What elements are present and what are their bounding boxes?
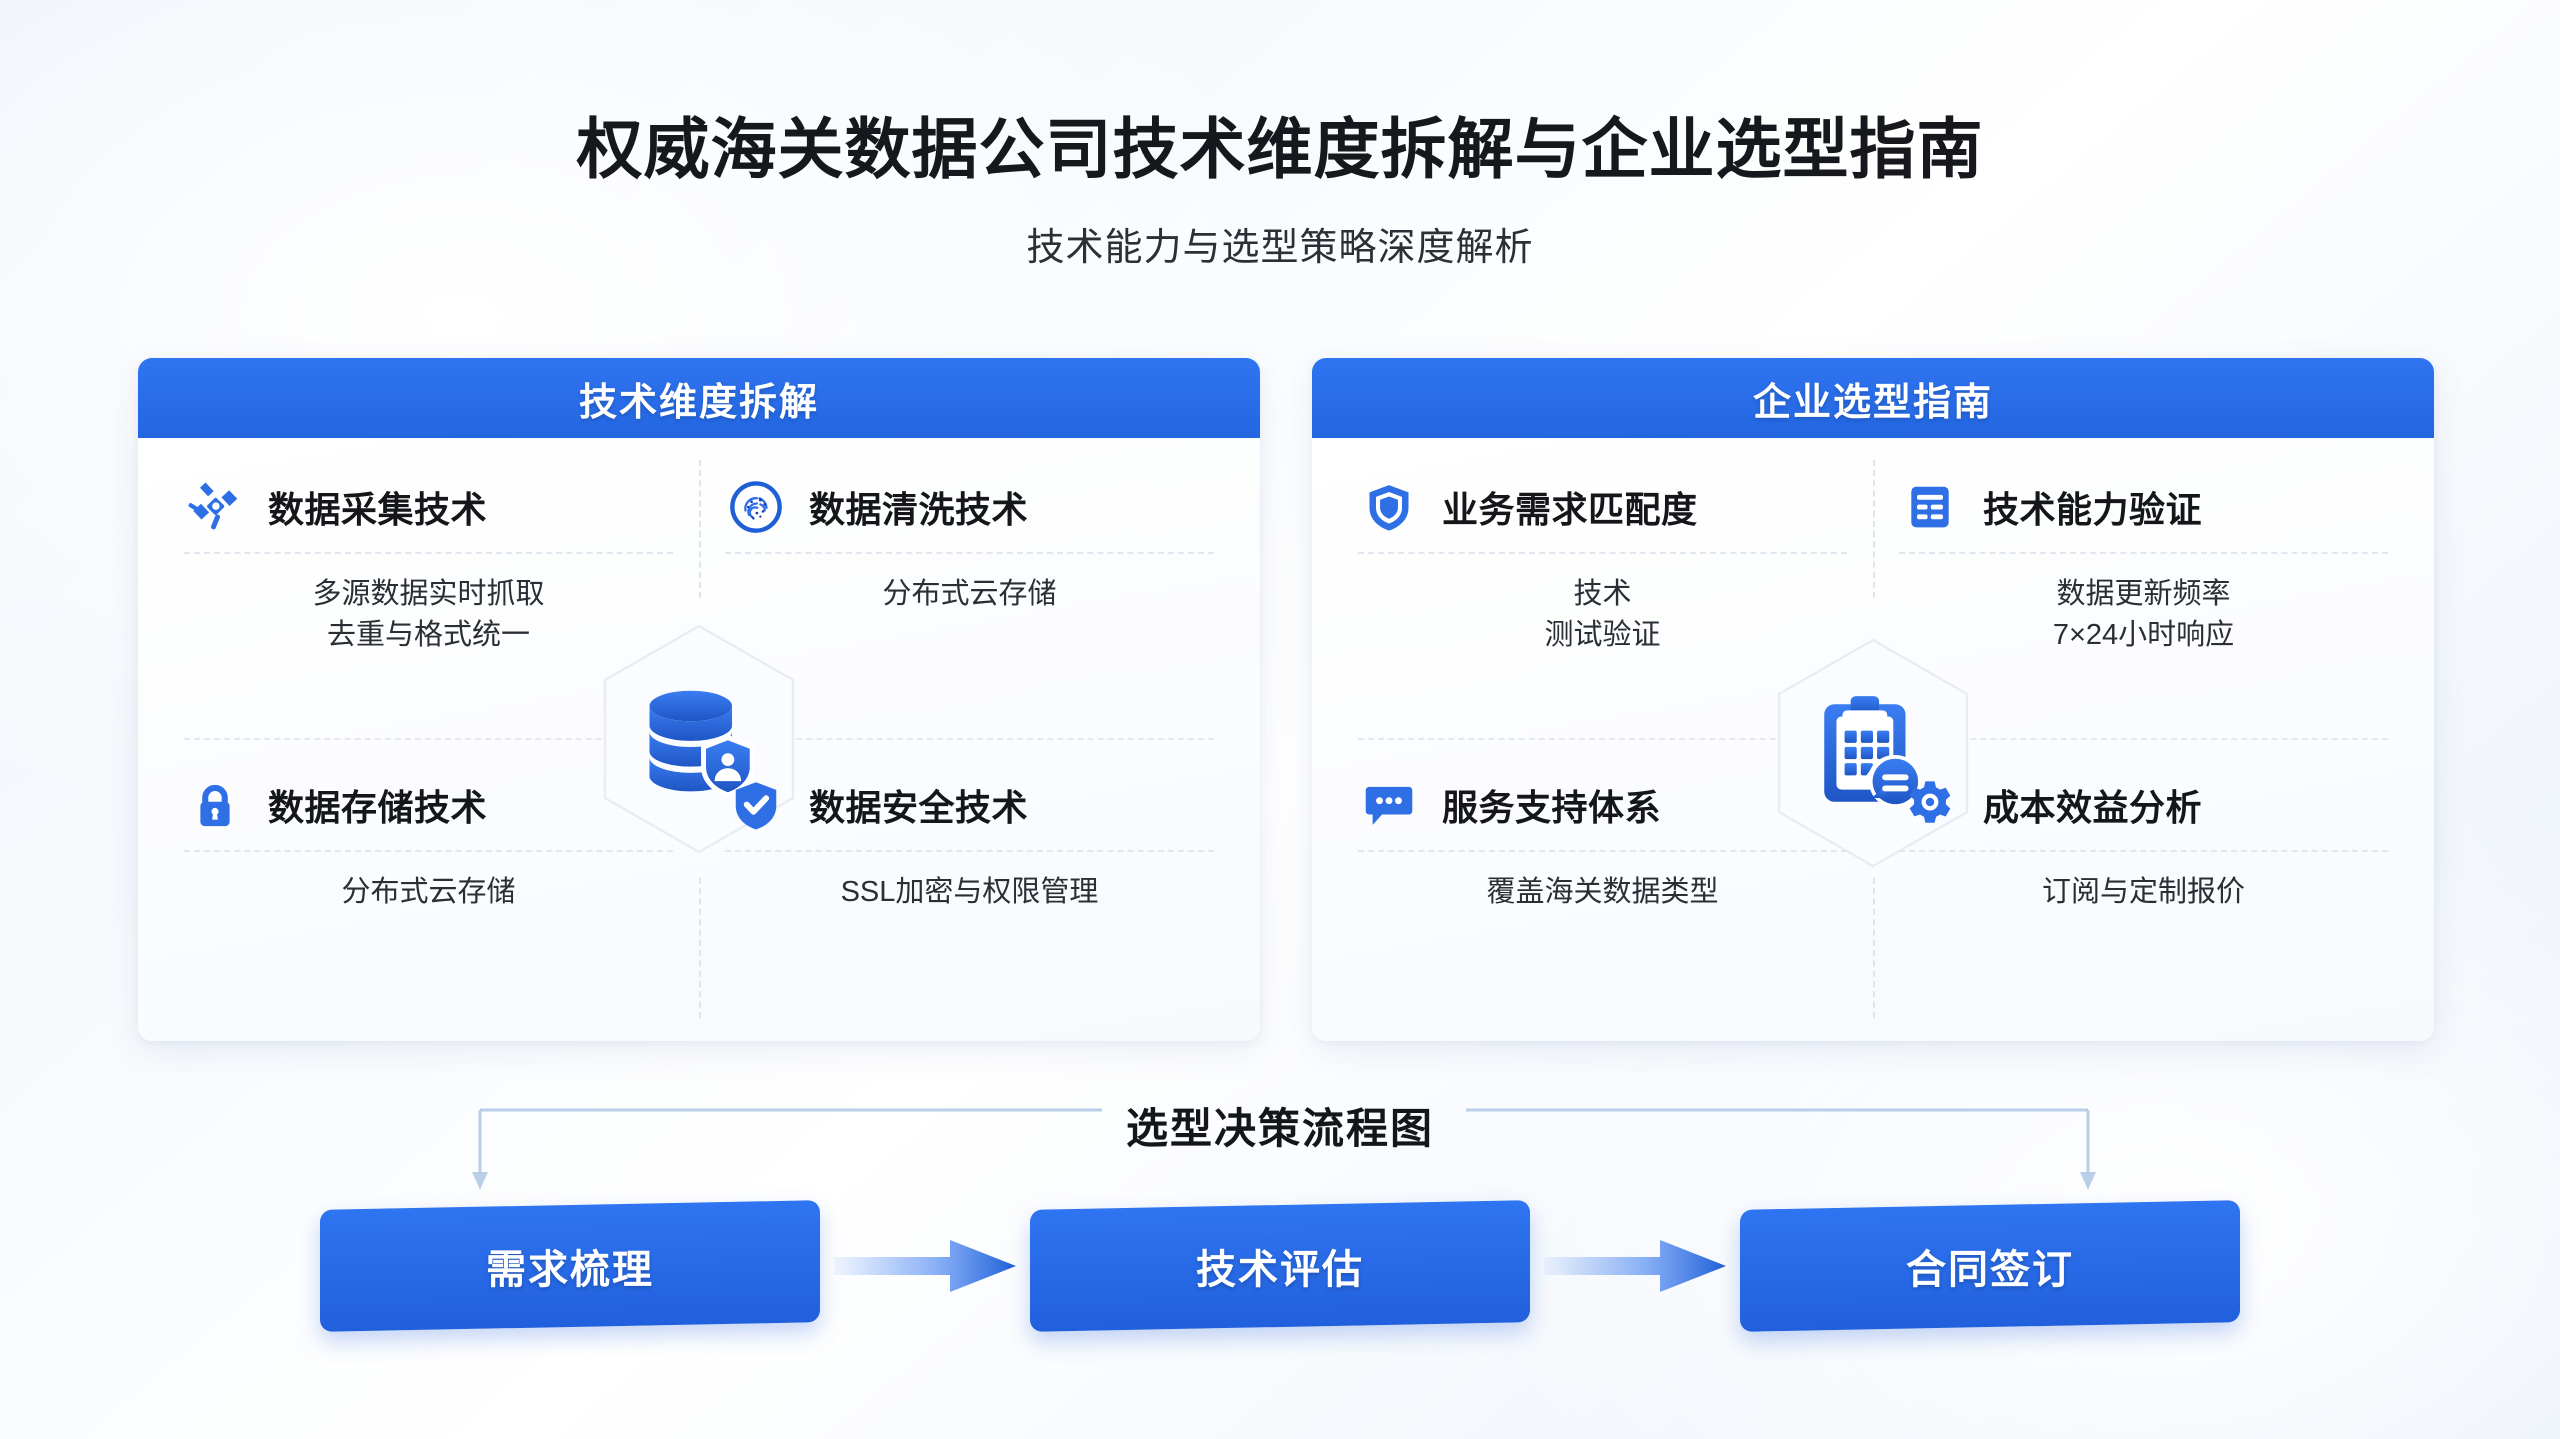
- database-shield-icon: [649, 690, 755, 798]
- arrow-down-right-icon: [2080, 1172, 2096, 1190]
- feature-item-cost-benefit: 成本效益分析 订阅与定制报价: [1899, 746, 2388, 1008]
- feature-description: 技术 测试验证: [1358, 574, 1847, 656]
- flow-steps-row: 需求梳理 技术评估: [0, 1200, 2560, 1332]
- document-list-icon: [1899, 476, 1961, 538]
- flow-step-3[interactable]: 合同签订: [1740, 1200, 2240, 1332]
- flow-arrow-2: [1530, 1231, 1740, 1301]
- feature-head: 业务需求匹配度: [1358, 476, 1847, 538]
- arrow-right-icon: [834, 1240, 1016, 1292]
- card-enterprise-selection-guide: 企业选型指南: [1312, 358, 2434, 1041]
- chat-bubble-icon: [1358, 774, 1420, 836]
- flow-title-row: 选型决策流程图: [0, 1095, 2560, 1156]
- feature-rule: [184, 849, 673, 852]
- feature-title: 数据采集技术: [268, 489, 488, 530]
- flow-title: 选型决策流程图: [1125, 1105, 1434, 1152]
- feature-description: 分布式云存储: [184, 872, 673, 913]
- feature-item-data-security: 数据安全技术 SSL加密与权限管理: [725, 746, 1214, 1008]
- feature-title: 数据安全技术: [809, 786, 1029, 828]
- feature-grid-left: 数据采集技术 多源数据实时抓取 去重与格式统一: [184, 476, 1214, 1007]
- gear-icon: [1899, 774, 1961, 836]
- flow-bracket-connector: [472, 1108, 2096, 1190]
- divider-vertical-top-left: [699, 460, 701, 598]
- flow-step-label: 需求梳理: [486, 1248, 654, 1292]
- feature-rule: [725, 552, 1214, 554]
- feature-title: 数据存储技术: [268, 786, 488, 828]
- feature-head: 数据采集技术: [184, 476, 673, 538]
- feature-title: 业务需求匹配度: [1442, 489, 1698, 530]
- feature-desc-line: 去重与格式统一: [326, 619, 530, 652]
- feature-rule: [1358, 849, 1847, 852]
- feature-desc-line: 订阅与定制报价: [2041, 875, 2245, 908]
- feature-description: 分布式云存储: [725, 574, 1214, 615]
- feature-rule: [184, 552, 673, 554]
- feature-head: 服务支持体系: [1358, 774, 1847, 836]
- feature-item-data-storage: 数据存储技术 分布式云存储: [184, 746, 673, 1008]
- feature-item-technical-validation: 技术能力验证 数据更新频率 7×24小时响应: [1899, 476, 2388, 738]
- feature-desc-line: 数据更新频率: [2056, 578, 2231, 610]
- shield-check-icon: [725, 774, 787, 836]
- feature-desc-line: 覆盖海关数据类型: [1486, 875, 1719, 908]
- feature-rule: [725, 849, 1214, 852]
- feature-grid-right: 业务需求匹配度 技术 测试验证: [1358, 476, 2388, 1007]
- feature-description: 订阅与定制报价: [1899, 872, 2388, 913]
- feature-rule: [1358, 552, 1847, 554]
- feature-rule: [1899, 552, 2388, 554]
- shield-icon: [1358, 476, 1420, 538]
- feature-title: 技术能力验证: [1983, 489, 2203, 530]
- page-subtitle: 技术能力与选型策略深度解析: [1026, 227, 1534, 269]
- card-body-left: 数据采集技术 多源数据实时抓取 去重与格式统一: [138, 438, 1260, 1041]
- flow-step-2[interactable]: 技术评估: [1030, 1200, 1530, 1332]
- arrow-right-icon: [1544, 1240, 1726, 1292]
- feature-desc-line: 7×24小时响应: [2052, 619, 2235, 652]
- card-body-right: 业务需求匹配度 技术 测试验证: [1312, 438, 2434, 1041]
- divider-vertical-bottom-right: [1873, 878, 1875, 1018]
- feature-desc-line: 技术: [1573, 578, 1632, 610]
- lock-icon: [184, 774, 246, 836]
- satellite-icon: [184, 476, 246, 538]
- feature-item-data-cleaning: 数据清洗技术 分布式云存储: [725, 476, 1214, 738]
- page-title: 权威海关数据公司技术维度拆解与企业选型指南: [576, 112, 1984, 186]
- divider-vertical-bottom-left: [699, 878, 701, 1018]
- feature-head: 数据清洗技术: [725, 476, 1214, 538]
- card-header-title-left: 技术维度拆解: [578, 381, 819, 424]
- feature-desc-line: 测试验证: [1544, 619, 1661, 652]
- feature-desc-line: 分布式云存储: [341, 875, 516, 908]
- feature-rule: [1899, 849, 2388, 852]
- divider-vertical-top-right: [1873, 460, 1875, 598]
- feature-head: 技术能力验证: [1899, 476, 2388, 538]
- card-technical-dimensions: 技术维度拆解: [138, 358, 1260, 1041]
- feature-description: 多源数据实时抓取 去重与格式统一: [184, 574, 673, 656]
- flow-step-label: 技术评估: [1196, 1248, 1364, 1292]
- feature-description: 覆盖海关数据类型: [1358, 872, 1847, 913]
- flow-arrow-1: [820, 1231, 1030, 1301]
- fingerprint-circle-icon: [725, 476, 787, 538]
- feature-item-service-support: 服务支持体系 覆盖海关数据类型: [1358, 746, 1847, 1008]
- feature-desc-line: SSL加密与权限管理: [840, 875, 1099, 908]
- feature-description: 数据更新频率 7×24小时响应: [1899, 574, 2388, 656]
- feature-desc-line: 多源数据实时抓取: [312, 578, 545, 610]
- flow-step-1[interactable]: 需求梳理: [320, 1200, 820, 1332]
- feature-head: 数据安全技术: [725, 774, 1214, 836]
- feature-head: 数据存储技术: [184, 774, 673, 836]
- card-header-left: 技术维度拆解: [138, 358, 1260, 438]
- card-header-title-right: 企业选型指南: [1752, 381, 1993, 424]
- feature-title: 成本效益分析: [1983, 786, 2203, 828]
- feature-item-data-collection: 数据采集技术 多源数据实时抓取 去重与格式统一: [184, 476, 673, 738]
- feature-title: 数据清洗技术: [809, 489, 1029, 530]
- clipboard-chat-icon: [1824, 696, 1922, 808]
- feature-title: 服务支持体系: [1442, 786, 1662, 828]
- arrow-down-left-icon: [472, 1172, 488, 1190]
- feature-head: 成本效益分析: [1899, 774, 2388, 836]
- feature-item-business-match: 业务需求匹配度 技术 测试验证: [1358, 476, 1847, 738]
- feature-desc-line: 分布式云存储: [882, 578, 1057, 610]
- flow-step-label: 合同签订: [1906, 1248, 2074, 1292]
- card-header-right: 企业选型指南: [1312, 358, 2434, 438]
- feature-description: SSL加密与权限管理: [725, 872, 1214, 913]
